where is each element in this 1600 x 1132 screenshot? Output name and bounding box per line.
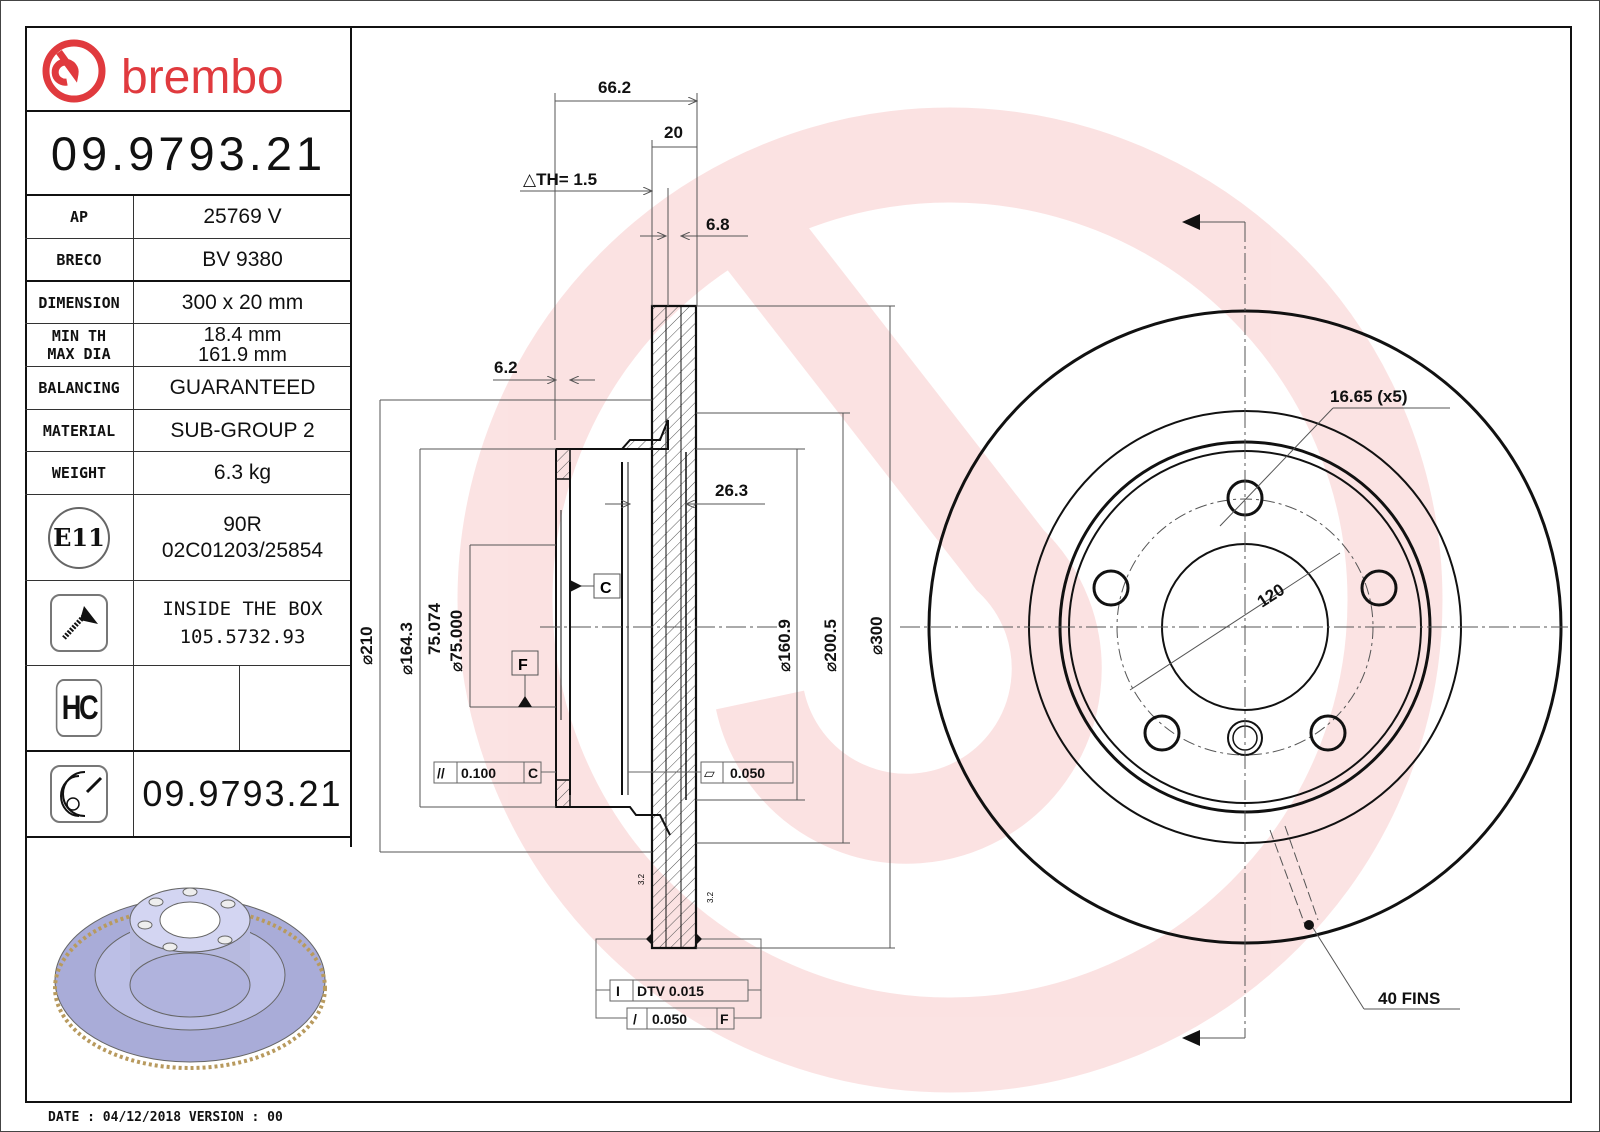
dim-dia-200: ⌀200.5	[821, 619, 840, 672]
spec-value: 25769 V	[203, 205, 282, 228]
certification-row: E11 90R 02C01203/25854	[25, 495, 352, 581]
bolt-hole-dim: 16.65 (x5)	[1330, 387, 1408, 406]
screw-icon	[50, 594, 108, 652]
spec-value: SUB-GROUP 2	[170, 418, 315, 442]
svg-text:I: I	[616, 983, 620, 999]
disc-3d-render	[53, 887, 327, 1070]
disc-part-number: 09.9793.21	[142, 773, 343, 814]
spec-panel: brembo 09.9793.21 AP 25769 V BRECO BV 93…	[25, 26, 352, 847]
spec-label: AP	[25, 196, 134, 238]
disc-icon	[50, 765, 108, 823]
roughness-left: 3.2	[637, 873, 646, 885]
spec-row-ap: AP 25769 V	[25, 196, 352, 239]
svg-text:DTV 0.015: DTV 0.015	[637, 983, 704, 999]
spec-value-min-th: 18.4 mm	[203, 324, 282, 346]
spec-label: WEIGHT	[25, 452, 134, 494]
dim-6-2: 6.2	[494, 358, 518, 377]
spec-label: MATERIAL	[25, 410, 134, 451]
svg-text:▱: ▱	[704, 765, 715, 781]
spec-label: MIN TH MAX DIA	[25, 324, 134, 366]
spec-value-max-dia: 161.9 mm	[198, 344, 287, 366]
svg-text:C: C	[528, 765, 538, 781]
spec-row-material: MATERIAL SUB-GROUP 2	[25, 410, 352, 452]
datum-f: F	[518, 657, 528, 674]
dim-6-8: 6.8	[706, 215, 730, 234]
spec-row-weight: WEIGHT 6.3 kg	[25, 452, 352, 495]
brand-name: brembo	[121, 51, 284, 104]
spec-label: BRECO	[25, 239, 134, 280]
dim-dia-75-min: ⌀75.000	[447, 610, 466, 672]
part-number: 09.9793.21	[50, 126, 327, 180]
footer-date-version: DATE : 04/12/2018 VERSION : 00	[48, 1110, 283, 1125]
spec-value: 6.3 kg	[213, 461, 272, 484]
svg-text://: //	[437, 765, 445, 781]
drawing-frame	[25, 26, 1572, 1103]
screw-row: INSIDE THE BOX 105.5732.93	[25, 581, 352, 666]
e11-icon: E11	[48, 506, 110, 569]
spec-value: 300 x 20 mm	[181, 290, 304, 314]
spec-row-breco: BRECO BV 9380	[25, 239, 352, 282]
svg-text:0.100: 0.100	[461, 765, 496, 781]
spec-row-balancing: BALANCING GUARANTEED	[25, 367, 352, 410]
svg-text:0.050: 0.050	[730, 765, 765, 781]
spec-value: 18.4 mm 161.9 mm	[133, 324, 352, 366]
fins-label: 40 FINS	[1378, 989, 1440, 1008]
dim-delta-th: △TH= 1.5	[523, 170, 597, 189]
hc-row: HC	[25, 666, 352, 752]
dim-66-2: 66.2	[598, 78, 631, 97]
brembo-logo-icon	[42, 39, 106, 103]
spec-label: BALANCING	[25, 367, 134, 409]
svg-text:/: /	[633, 1011, 637, 1027]
spec-row-min-th: MIN TH MAX DIA 18.4 mm 161.9 mm	[25, 324, 352, 367]
spec-label-max-dia: MAX DIA	[47, 345, 111, 363]
spec-label: DIMENSION	[25, 282, 134, 323]
dim-20: 20	[664, 123, 683, 142]
spec-row-dimension: DIMENSION 300 x 20 mm	[25, 282, 352, 324]
screw-line-2: 105.5732.93	[179, 626, 306, 648]
disc-icon-cell	[25, 752, 134, 836]
dim-26-3: 26.3	[715, 481, 748, 500]
screw-line-1: INSIDE THE BOX	[162, 598, 323, 620]
dim-dia-75-max: 75.074	[425, 602, 444, 655]
hc-empty-cell	[133, 666, 240, 750]
disc-part-row: 09.9793.21	[25, 752, 352, 838]
hc-icon: HC	[55, 679, 103, 737]
pcd-dim: 120	[1254, 580, 1288, 611]
spec-label-min-th: MIN TH	[51, 327, 107, 345]
certification-icon-cell: E11	[25, 495, 134, 580]
spec-value: BV 9380	[202, 247, 283, 271]
dim-dia-300: ⌀300	[867, 616, 886, 655]
svg-text:0.050: 0.050	[652, 1011, 687, 1027]
logo-row: brembo	[25, 26, 352, 112]
cert-line-1: 90R	[223, 512, 262, 536]
certification-text: 90R 02C01203/25854	[133, 495, 352, 580]
svg-text:F: F	[720, 1011, 729, 1027]
panel-divider	[350, 26, 352, 847]
dim-dia-160: ⌀160.9	[775, 619, 794, 672]
part-number-row: 09.9793.21	[25, 112, 352, 196]
dim-dia-210: ⌀210	[357, 626, 376, 665]
spec-value: GUARANTEED	[169, 376, 316, 399]
cert-line-2: 02C01203/25854	[161, 538, 324, 562]
screw-text: INSIDE THE BOX 105.5732.93	[133, 581, 352, 665]
screw-icon-cell	[25, 581, 134, 665]
dim-dia-164: ⌀164.3	[397, 622, 416, 675]
datum-c: C	[600, 580, 612, 597]
roughness-right: 3.2	[706, 891, 715, 903]
hc-icon-cell: HC	[25, 666, 134, 750]
